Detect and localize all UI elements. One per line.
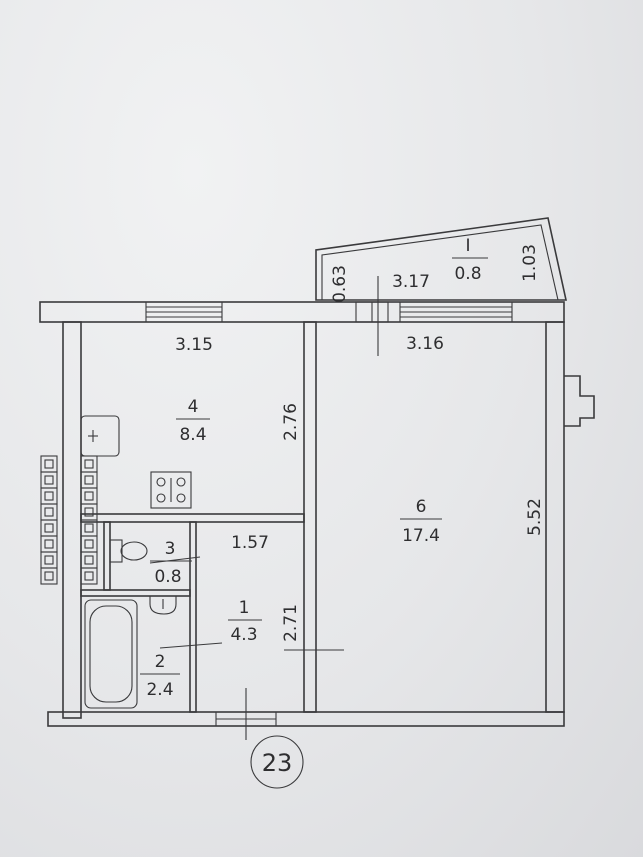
hall-area: 4.3: [230, 625, 257, 645]
leader-lines: [149, 276, 379, 740]
hall-width: 1.57: [231, 533, 269, 553]
apartment-number: 23: [262, 749, 293, 777]
balcony-dim-right: 1.03: [520, 244, 540, 282]
ventilation-shaft-right: [80, 455, 98, 585]
balcony-dim-left: 0.63: [330, 265, 350, 303]
bathroom-area: 2.4: [146, 680, 173, 700]
kitchen-area: 8.4: [179, 425, 206, 445]
kitchen-number: 4: [188, 397, 199, 417]
living-room-number: 6: [416, 497, 427, 517]
window-kitchen: [145, 302, 223, 322]
living-room-depth: 5.52: [525, 498, 545, 536]
kitchen-depth: 2.76: [281, 403, 301, 441]
ventilation-shaft-left: [40, 455, 58, 585]
washbasin-icon: [149, 596, 177, 615]
window-living: [399, 302, 513, 322]
hall-depth: 2.71: [281, 604, 301, 642]
living-room-area: 17.4: [402, 526, 440, 546]
bathroom-number: 2: [155, 652, 166, 672]
interior-walls: [80, 321, 317, 713]
balcony-number: I: [465, 236, 470, 256]
hall-number: 1: [239, 598, 250, 618]
balcony-door: [355, 301, 389, 323]
balcony: [315, 217, 567, 301]
balcony-area: 0.8: [454, 264, 481, 284]
kitchen-sink-icon: [80, 415, 120, 457]
wc-area: 0.8: [154, 567, 181, 587]
bathtub-icon: [84, 599, 138, 709]
toilet-icon: [109, 539, 148, 563]
apartment-number-marker: 23: [250, 735, 304, 789]
stove-icon: [150, 471, 192, 509]
wc-number: 3: [165, 539, 176, 559]
living-room-width: 3.16: [406, 334, 444, 354]
kitchen-width: 3.15: [175, 335, 213, 355]
balcony-dim-top: 3.17: [392, 272, 430, 292]
